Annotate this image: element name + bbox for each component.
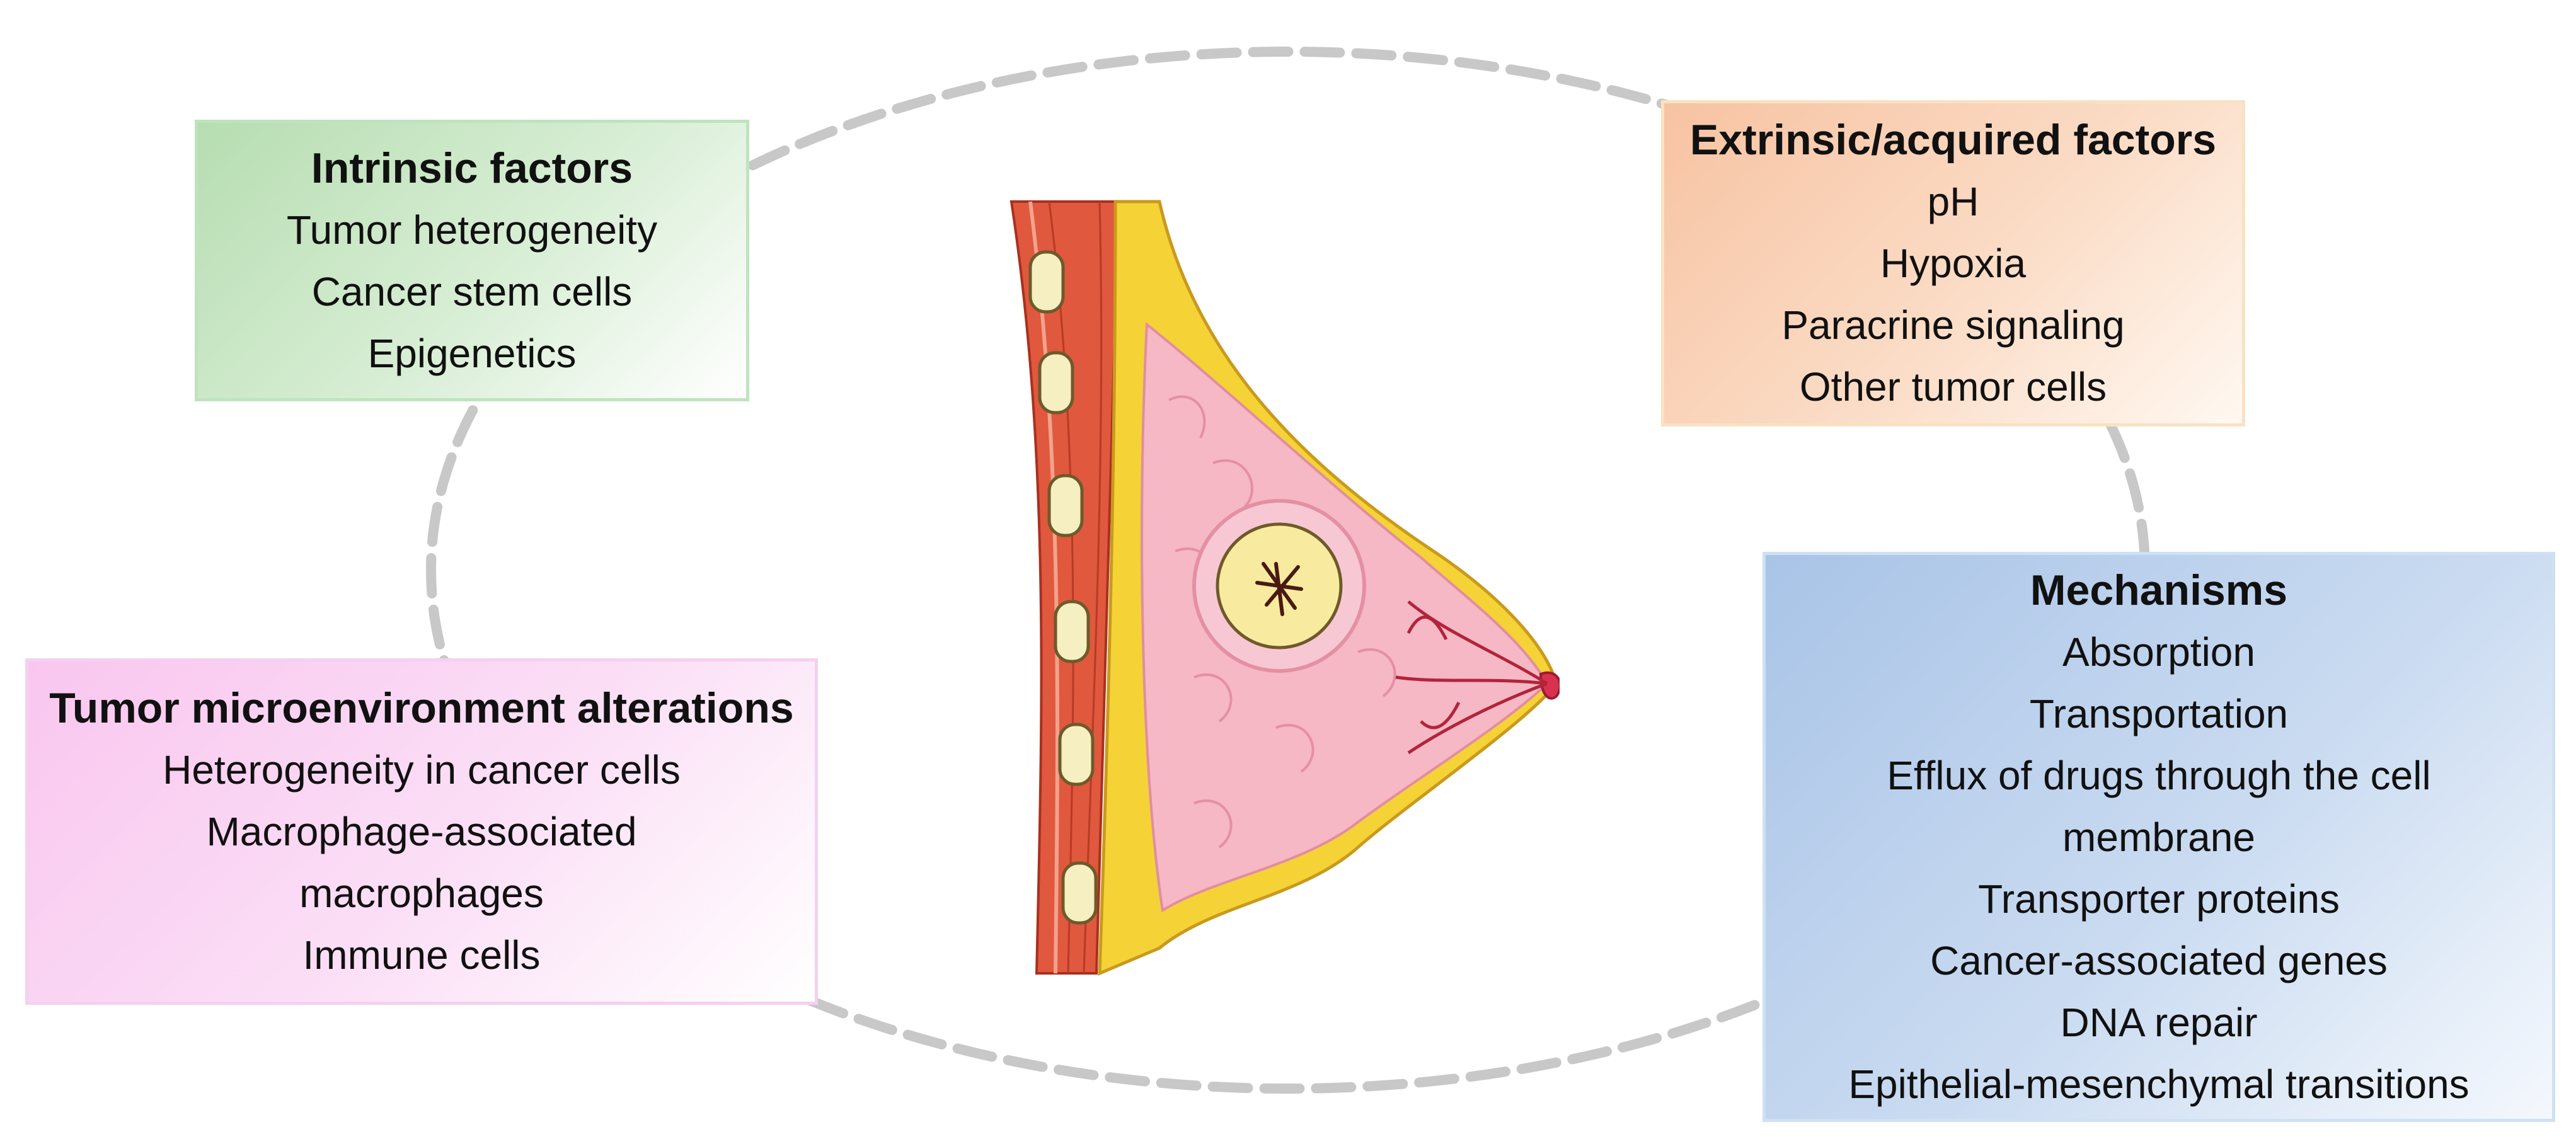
tumor-necrosis	[1255, 562, 1303, 616]
tumor-microenvironment-title: Tumor microenvironment alterations	[49, 684, 794, 732]
intrinsic-item: Epigenetics	[367, 330, 577, 376]
tumor-microenvironment-box: Tumor microenvironment alterations Heter…	[25, 658, 818, 1005]
tumor-microenvironment-item: Immune cells	[302, 932, 541, 978]
mechanisms-item: Epithelial-mesenchymal transitions	[1848, 1061, 2470, 1107]
extrinsic-item: pH	[1927, 179, 1979, 224]
extrinsic-item: Other tumor cells	[1799, 364, 2107, 409]
mechanisms-title: Mechanisms	[2030, 566, 2288, 614]
milk-ducts	[1395, 600, 1548, 755]
extrinsic-item: Hypoxia	[1880, 241, 2027, 286]
intrinsic-item: Cancer stem cells	[311, 268, 633, 314]
mechanisms-item: Cancer-associated genes	[1930, 937, 2388, 983]
breast-cross-section-illustration	[1009, 200, 1560, 976]
tumor-microenvironment-item: Heterogeneity in cancer cells	[163, 747, 681, 793]
mechanisms-item: membrane	[2062, 814, 2255, 860]
extrinsic-factors-title: Extrinsic/acquired factors	[1689, 116, 2217, 164]
mechanisms-item: Transportation	[2029, 690, 2289, 736]
mechanisms-item: DNA repair	[2060, 999, 2258, 1045]
mechanisms-item: Transporter proteins	[1978, 876, 2340, 922]
extrinsic-factors-box: Extrinsic/acquired factors pH Hypoxia Pa…	[1661, 100, 2245, 426]
mechanisms-item: Absorption	[2062, 629, 2255, 675]
intrinsic-factors-title: Intrinsic factors	[311, 144, 633, 192]
mechanisms-box: Mechanisms Absorption Transportation Eff…	[1762, 552, 2555, 1122]
nipple	[1539, 671, 1560, 700]
mechanisms-item: Efflux of drugs through the cell	[1887, 752, 2431, 798]
extrinsic-item: Paracrine signaling	[1781, 302, 2125, 348]
intrinsic-factors-box: Intrinsic factors Tumor heterogeneity Ca…	[195, 120, 749, 401]
tumor-microenvironment-item: Macrophage-associated	[206, 809, 637, 854]
rib-bones	[1028, 250, 1098, 925]
tumor-microenvironment-item: macrophages	[299, 871, 544, 916]
intrinsic-item: Tumor heterogeneity	[286, 207, 658, 253]
